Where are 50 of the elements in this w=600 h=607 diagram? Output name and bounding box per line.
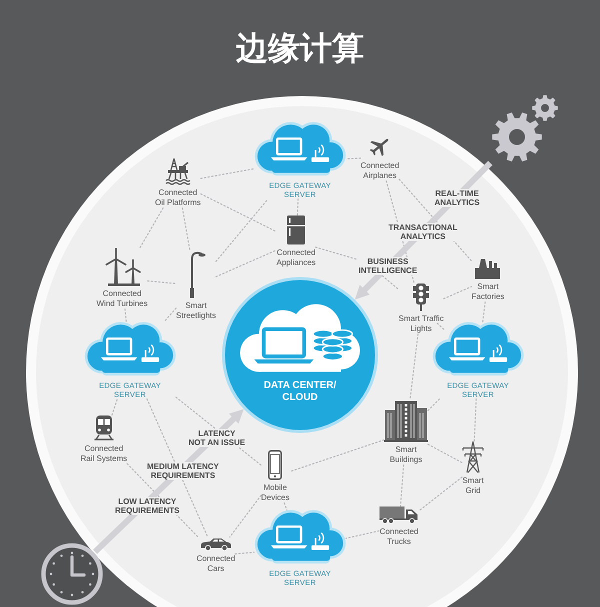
dotted-connector xyxy=(215,198,269,262)
dotted-connector xyxy=(229,494,262,538)
dotted-connector xyxy=(200,168,255,179)
dotted-connector xyxy=(215,250,278,278)
dotted-connector xyxy=(345,158,362,160)
dotted-connector xyxy=(182,207,190,251)
dotted-connector xyxy=(146,398,208,538)
dotted-connector xyxy=(288,439,385,472)
device-label: Connected Cars xyxy=(196,554,236,574)
clock-icon xyxy=(40,542,104,606)
dotted-connector xyxy=(200,193,278,232)
device-label: Smart Streetlights xyxy=(176,301,216,321)
dotted-connector xyxy=(400,464,404,507)
annotation-label: LOW LATENCY REQUIREMENTS xyxy=(113,497,182,515)
dotted-connector xyxy=(427,444,463,464)
device-label: Connected Airplanes xyxy=(360,161,400,181)
dotted-connector xyxy=(345,530,380,539)
annotation-label: MEDIUM LATENCY REQUIREMENTS xyxy=(145,462,221,480)
dotted-connector xyxy=(427,398,440,412)
dotted-connector xyxy=(147,280,177,284)
device-label: Connected Appliances xyxy=(276,248,316,268)
device-label: Smart Traffic Lights xyxy=(398,314,444,334)
dotted-connector xyxy=(409,333,419,401)
device-label: Connected Wind Turbines xyxy=(96,289,148,309)
dotted-connector xyxy=(163,308,177,323)
annotation-label: REAL-TIME ANALYTICS xyxy=(432,189,482,207)
device-label: Smart Grid xyxy=(462,476,484,496)
dotted-connector xyxy=(474,398,477,442)
device-label: Smart Factories xyxy=(472,282,504,302)
cloud-label: DATA CENTER/ CLOUD xyxy=(264,380,336,404)
dotted-connector xyxy=(139,207,164,249)
dotted-connector xyxy=(418,476,463,512)
dotted-connector xyxy=(296,198,299,216)
annotation-label: TRANSACTIONAL ANALYTICS xyxy=(386,223,460,241)
device-label: Mobile Devices xyxy=(261,483,290,503)
gears-icon xyxy=(490,93,560,163)
dotted-connector xyxy=(435,321,444,330)
device-label: Connected Rail Systems xyxy=(80,444,128,464)
device-label: Smart Buildings xyxy=(390,445,422,465)
dotted-connector xyxy=(443,286,472,300)
dotted-connector xyxy=(284,502,288,511)
annotation-label: BUSINESS INTELLIGENCE xyxy=(356,257,420,275)
dotted-connector xyxy=(111,398,118,416)
device-label: Connected Trucks xyxy=(380,527,418,547)
dotted-connector xyxy=(124,308,127,323)
title: 边缘计算 xyxy=(236,29,364,67)
device-label: Connected Oil Platforms xyxy=(155,188,201,208)
dotted-connector xyxy=(234,552,255,554)
dotted-connector xyxy=(482,301,486,323)
annotation-label: LATENCY NOT AN ISSUE xyxy=(186,429,248,447)
